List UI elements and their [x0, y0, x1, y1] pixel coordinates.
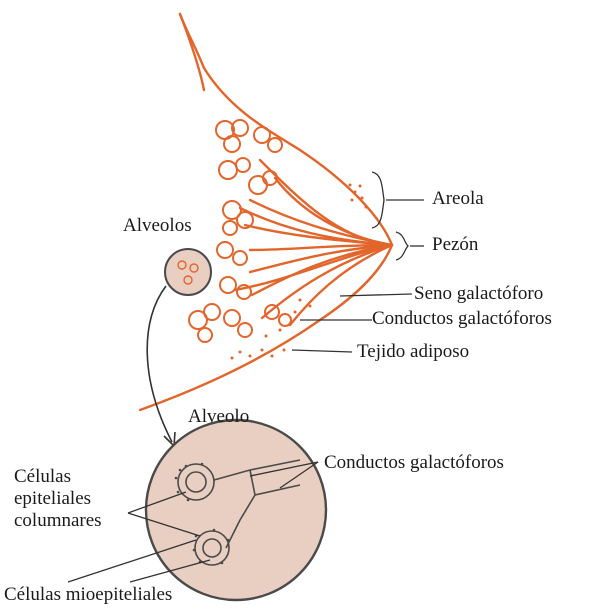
alveolus-small — [165, 249, 211, 295]
label-celulas-line2: epiteliales — [14, 488, 91, 510]
label-areola: Areola — [432, 188, 484, 210]
zoom-arrow — [147, 286, 172, 442]
label-tejido-adiposo: Tejido adiposo — [357, 341, 469, 363]
duct — [235, 245, 392, 290]
breast-outline — [140, 14, 392, 410]
label-alveolo: Alveolo — [188, 406, 249, 428]
alveolus-large — [146, 420, 326, 600]
label-celulas-line3: columnares — [14, 510, 102, 532]
label-conductos-galactoforos-bottom: Conductos galactóforos — [324, 452, 504, 474]
label-pezon: Pezón — [432, 234, 478, 256]
label-celulas-mioepiteliales: Células mioepiteliales — [4, 584, 172, 606]
chest-wall-line — [180, 14, 204, 90]
label-celulas-line1: Células — [14, 466, 71, 488]
label-conductos-galactoforos-top: Conductos galactóforos — [372, 308, 552, 330]
label-seno-galactoforo: Seno galactóforo — [414, 283, 543, 305]
label-alveolos: Alveolos — [123, 215, 192, 237]
